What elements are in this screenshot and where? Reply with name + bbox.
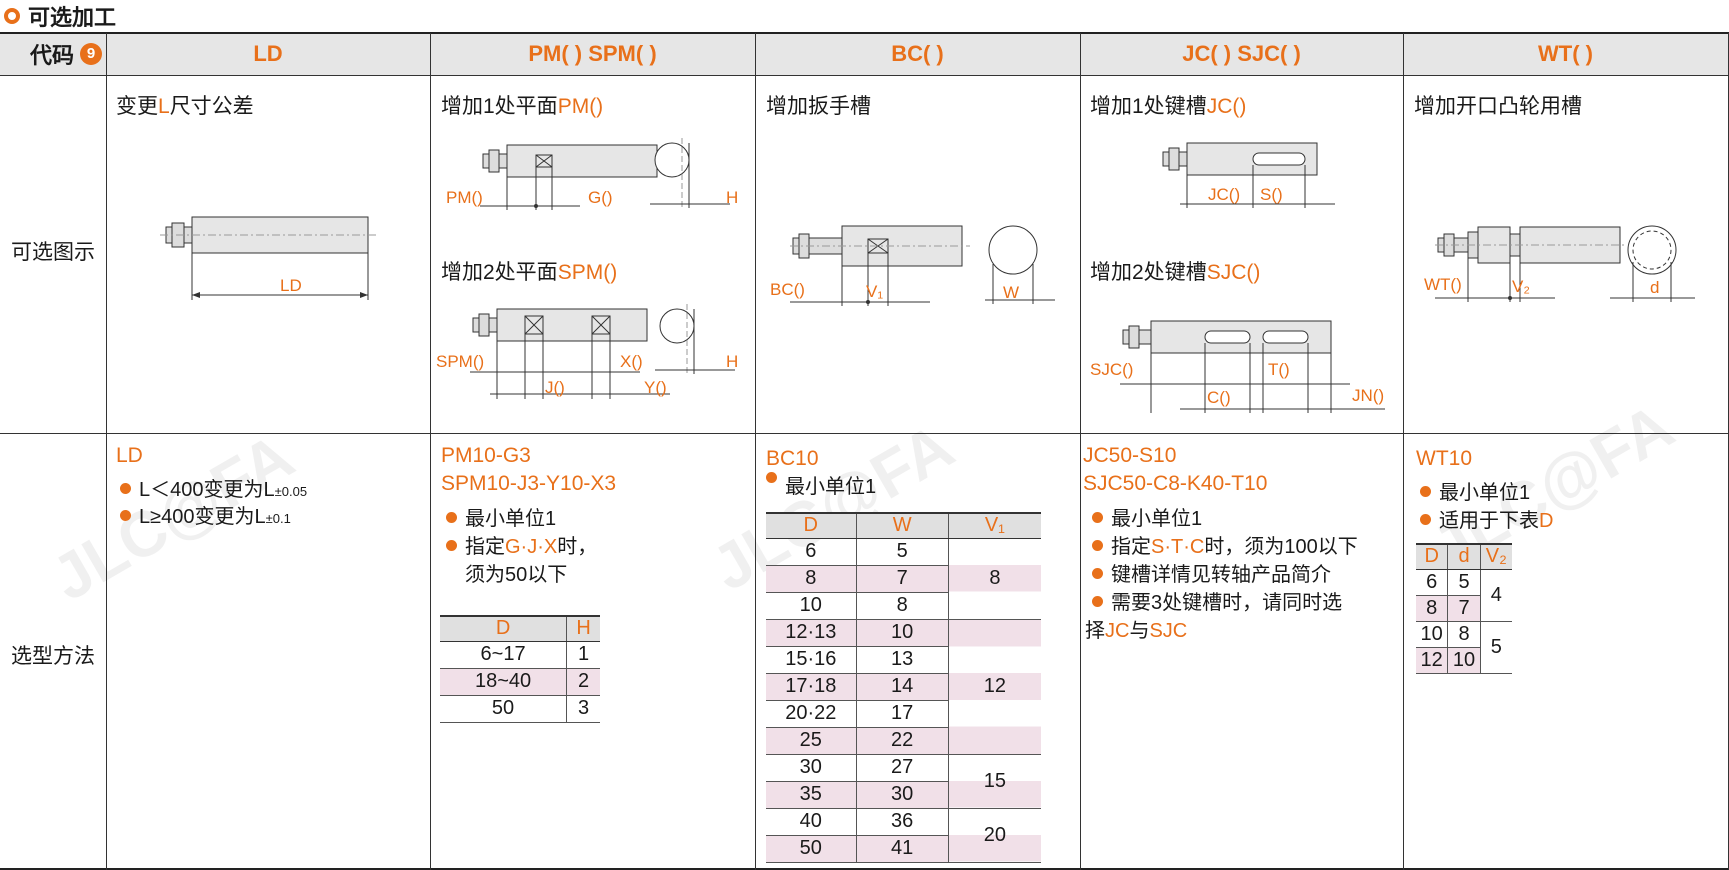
pm-bullet-2: 指定G·J·X时， [446,530,597,559]
pm-code-2: SPM10-J3-Y10-X3 [441,472,617,495]
spm-end-view [655,304,735,374]
bc-code: BC10 [766,447,819,470]
bc-label-v1: V₁ [866,282,884,301]
section-title: 可选加工 [4,2,116,30]
wt-shaft-drawing [1435,226,1625,302]
sjc-label-jn: JN() [1352,386,1385,405]
header-col-ld: LD [253,41,283,66]
header-col-bc: BC( ) [891,41,944,66]
sjc-label-c: C() [1207,388,1231,407]
ld-dim-label: LD [280,276,302,295]
pm-label-pm: PM() [446,188,483,207]
ld-title: 变更L尺寸公差 [116,95,254,118]
header-col-wt: WT( ) [1538,41,1593,66]
sjc-label-t: T() [1268,360,1290,379]
ring-icon [4,8,20,24]
jc-label-s: S() [1260,185,1283,204]
pm-end-view [650,138,730,208]
grid-line [430,33,431,870]
pm-label-h: H [726,188,739,207]
header-background [0,33,1729,75]
spm-label-j: J() [545,378,565,397]
pm-title-2: 增加2处平面SPM() [441,261,618,284]
ld-bullet-1: L＜400变更为L±0.05 [120,473,307,502]
row-label-method: 选型方法 [11,645,95,668]
wt-label-v2: V₂ [1512,277,1530,296]
spm-shaft-drawing [470,308,670,399]
pm-bullet-1: 最小单位1 [446,502,556,531]
row-label-diagram: 可选图示 [11,241,95,264]
spm-label-spm: SPM() [436,352,485,371]
sjc-shaft-drawing [1120,320,1385,413]
wt-label-d: d [1650,278,1660,297]
grid-line [0,32,1729,34]
grid-line [0,75,1729,76]
jc-shaft-drawing [1162,142,1335,208]
jc-title-1: 增加1处键槽JC() [1090,95,1247,118]
header-col-pm: PM( ) SPM( ) [528,41,657,66]
grid-line [755,33,756,870]
bc-title: 增加扳手槽 [766,95,871,118]
ld-shaft-drawing [160,216,376,300]
header-col-jc: JC( ) SJC( ) [1182,41,1301,66]
wt-bullet-1: 最小单位1 [1420,476,1530,505]
pm-bullet-2-cont: 须为50以下 [465,564,568,586]
jc-code-1: JC50-S10 [1083,444,1177,467]
wt-end-view [1610,225,1695,302]
jc-bullet-4-cont: 择JC与SJC [1085,620,1188,642]
bc-bullet-1: 最小单位1 [766,470,876,499]
spm-label-x: X() [620,352,643,371]
jc-title-2: 增加2处键槽SJC() [1090,261,1261,284]
pm-shaft-drawing [480,144,658,210]
bc-shaft-drawing [790,225,970,306]
ld-code: LD [116,444,143,467]
bc-end-view [985,225,1055,304]
code-badge: 9 [80,43,103,65]
jc-bullet-1: 最小单位1 [1092,502,1202,531]
wt-code: WT10 [1416,447,1473,470]
spm-label-h: H [726,352,739,371]
jc-bullet-3: 键槽详情见转轴产品简介 [1092,558,1331,587]
jc-code-2: SJC50-C8-K40-T10 [1083,472,1268,495]
bc-label-bc: BC() [770,280,805,299]
wt-bullet-2: 适用于下表D [1420,504,1553,533]
jc-label-jc: JC() [1208,185,1241,204]
grid-line [0,433,1729,434]
spm-label-y: Y() [644,378,667,397]
grid-line [1403,33,1404,870]
pm-label-g: G() [588,188,613,207]
grid-line [0,868,1729,870]
pm-title-1: 增加1处平面PM() [441,95,604,118]
wt-title: 增加开口凸轮用槽 [1414,95,1582,118]
jc-bullet-4: 需要3处键槽时，请同时选 [1092,586,1342,615]
bc-label-w: W [1003,283,1020,302]
ld-bullet-2: L≥400变更为L±0.1 [120,500,291,529]
wt-label-wt: WT() [1424,275,1462,294]
grid-line [106,33,107,870]
pm-code-1: PM10-G3 [441,444,531,467]
sjc-label-sjc: SJC() [1090,360,1134,379]
jc-bullet-2: 指定S·T·C时，须为100以下 [1092,530,1358,559]
grid-line [1080,33,1081,870]
